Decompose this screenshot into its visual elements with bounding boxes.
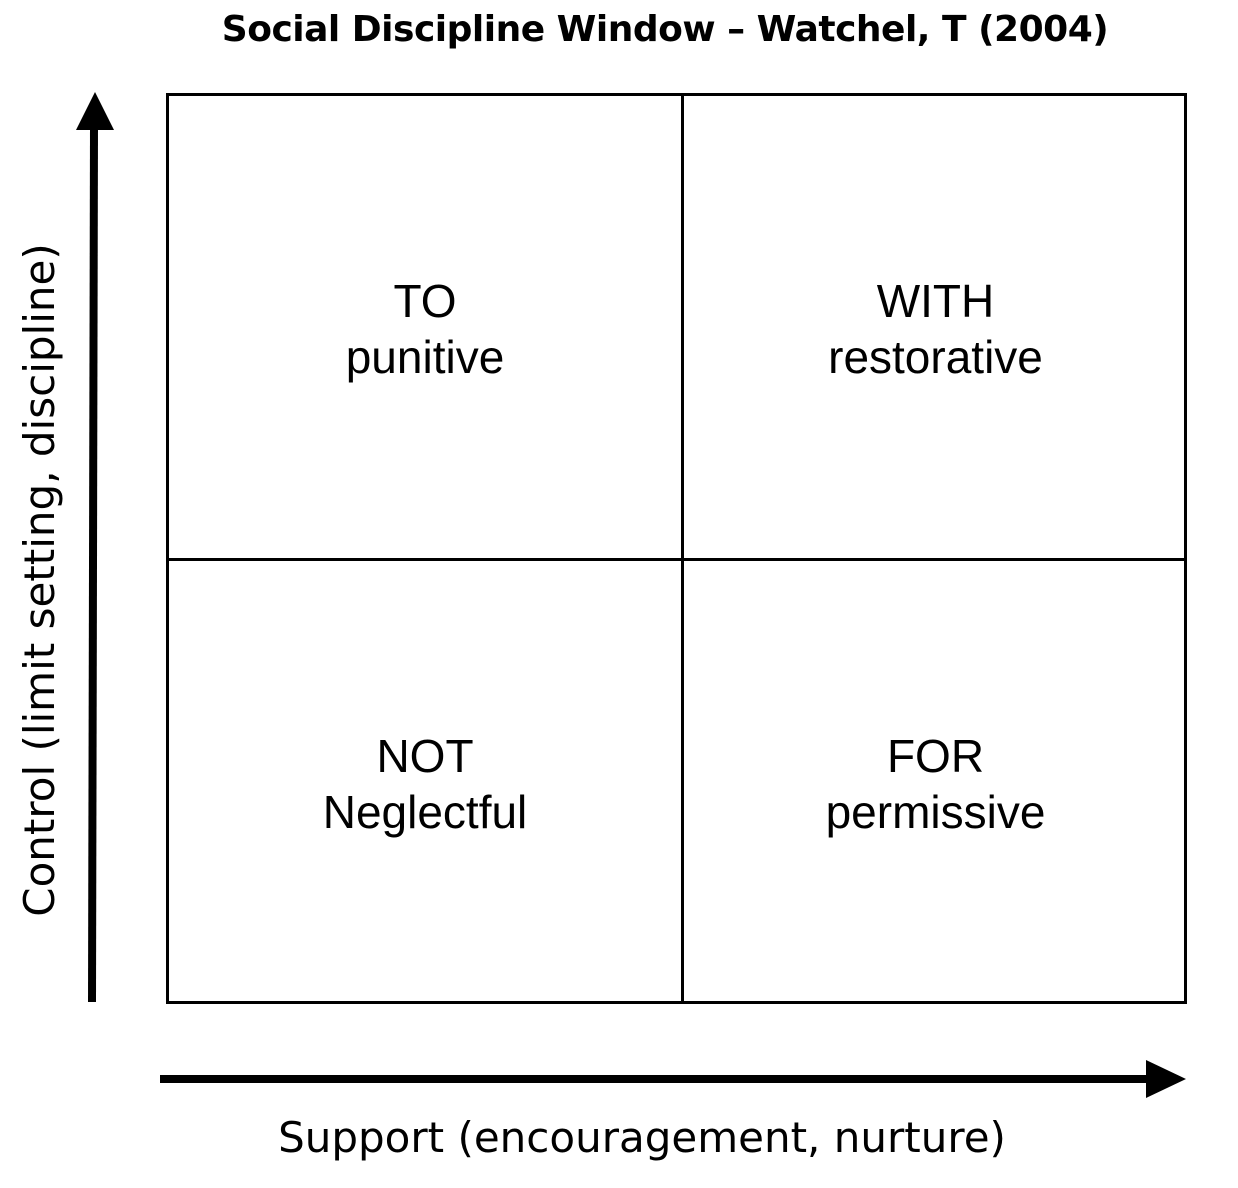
quadrant-subheading: permissive: [825, 786, 1046, 838]
quadrant-bottom-right: FOR permissive: [681, 728, 1190, 840]
quadrant-subheading: restorative: [828, 331, 1043, 383]
y-axis-arrow: [76, 92, 114, 1003]
quadrant-heading: FOR: [886, 730, 985, 782]
quadrant-heading: NOT: [376, 730, 474, 782]
horizontal-divider: [169, 558, 1184, 561]
discipline-window-grid: TO punitive WITH restorative NOT Neglect…: [166, 93, 1187, 1004]
quadrant-heading: TO: [393, 275, 457, 327]
quadrant-top-right: WITH restorative: [681, 273, 1190, 385]
quadrant-top-left: TO punitive: [169, 273, 681, 385]
quadrant-subheading: Neglectful: [322, 786, 528, 838]
y-axis-label-container: Control (limit setting, discipline): [10, 230, 70, 930]
diagram-title: Social Discipline Window – Watchel, T (2…: [221, 9, 1109, 50]
quadrant-subheading: punitive: [345, 331, 505, 383]
x-axis-label: Support (encouragement, nurture): [278, 1113, 1006, 1162]
quadrant-bottom-left: NOT Neglectful: [169, 728, 681, 840]
y-axis-label: Control (limit setting, discipline): [15, 243, 64, 917]
quadrant-heading: WITH: [876, 275, 995, 327]
x-axis-arrow: [160, 1060, 1186, 1098]
vertical-divider: [681, 96, 684, 1001]
